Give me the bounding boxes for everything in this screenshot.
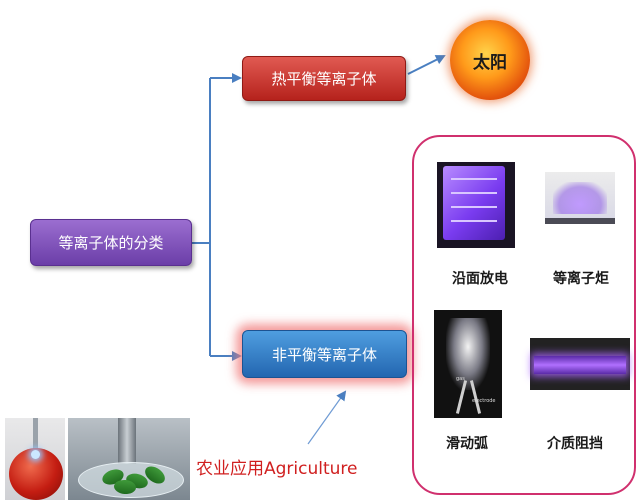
arc-glow (446, 318, 490, 390)
torch-base (545, 218, 615, 224)
dielectric-barrier-image (530, 338, 630, 390)
arrow-agriculture-to-nonthermal (307, 390, 347, 445)
arc-tag-electrode: electrode (472, 398, 496, 404)
plasma-types-group (412, 135, 636, 495)
caption-gliding-arc: 滑动弧 (446, 436, 488, 452)
agriculture-application-label: 农业应用Agriculture (196, 459, 358, 479)
caption-dielectric-barrier: 介质阻挡 (547, 436, 603, 452)
arc-tag-gas: gas (456, 376, 465, 382)
nonthermal-plasma-label: 非平衡等离子体 (271, 345, 377, 364)
caption-surface-discharge: 沿面放电 (452, 271, 508, 287)
caption-plasma-torch: 等离子炬 (553, 271, 609, 287)
connector-root-trunk (192, 78, 211, 356)
plasma-spark (31, 450, 40, 459)
electrode-line (451, 220, 497, 222)
dbd-disc (534, 356, 626, 374)
arrow-to-sun (407, 55, 446, 75)
gliding-arc-image: gas electrode (434, 310, 502, 418)
surface-discharge-image (437, 162, 515, 248)
apple-treatment-photo (5, 418, 65, 500)
thermal-plasma-node: 热平衡等离子体 (242, 56, 406, 101)
root-node-label: 等离子体的分类 (58, 234, 164, 252)
root-node: 等离子体的分类 (30, 219, 192, 266)
plasma-torch-image (545, 172, 615, 224)
plasma-nozzle (118, 418, 136, 464)
thermal-plasma-label: 热平衡等离子体 (271, 70, 377, 88)
plant-treatment-photo (68, 418, 190, 500)
electrode-line (451, 192, 497, 194)
electrode-line (451, 206, 497, 208)
plasma-needle (33, 418, 38, 452)
sun-image: 太阳 (450, 20, 530, 100)
sun-label: 太阳 (473, 52, 507, 73)
electrode-line (451, 178, 497, 180)
nonthermal-plasma-node: 非平衡等离子体 (242, 330, 407, 378)
torch-flame (553, 182, 607, 214)
